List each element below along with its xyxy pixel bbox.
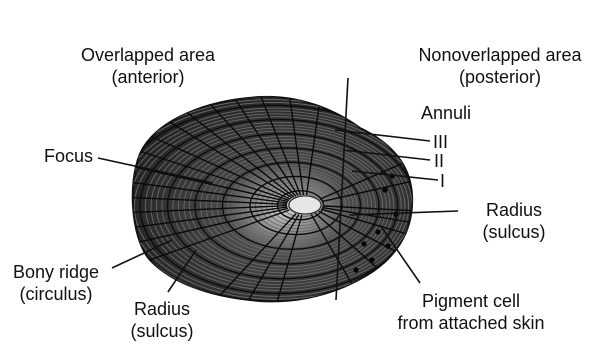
nonoverlapped-line1: Nonoverlapped area	[404, 44, 596, 66]
label-radius-bottom: Radius (sulcus)	[114, 298, 210, 342]
overlapped-line1: Overlapped area	[58, 44, 238, 66]
pigment-spot	[375, 229, 380, 234]
label-annuli: Annuli	[421, 102, 471, 124]
label-annulus-1: I	[440, 170, 445, 192]
label-pigment-cell: Pigment cell from attached skin	[380, 290, 562, 334]
radius-right-line1: Radius	[466, 199, 562, 221]
pigment-spot	[382, 187, 387, 192]
radius-bottom-line2: (sulcus)	[114, 320, 210, 342]
label-radius-right: Radius (sulcus)	[466, 199, 562, 243]
label-bony-ridge: Bony ridge (circulus)	[4, 261, 108, 305]
label-annulus-2: II	[434, 150, 444, 172]
label-focus: Focus	[44, 145, 93, 167]
pigment-line1: Pigment cell	[380, 290, 562, 312]
pigment-spot	[369, 257, 374, 262]
pigment-spot	[361, 241, 366, 246]
focus-center	[289, 196, 321, 214]
pigment-line2: from attached skin	[380, 312, 562, 334]
bony-ridge-line2: (circulus)	[4, 283, 108, 305]
overlapped-line2: (anterior)	[58, 66, 238, 88]
nonoverlapped-line2: (posterior)	[404, 66, 596, 88]
label-nonoverlapped-area: Nonoverlapped area (posterior)	[404, 44, 596, 88]
label-overlapped-area: Overlapped area (anterior)	[58, 44, 238, 88]
bony-ridge-line1: Bony ridge	[4, 261, 108, 283]
radius-bottom-line1: Radius	[114, 298, 210, 320]
pigment-spot	[385, 243, 390, 248]
radius-right-line2: (sulcus)	[466, 221, 562, 243]
pigment-spot	[353, 267, 358, 272]
